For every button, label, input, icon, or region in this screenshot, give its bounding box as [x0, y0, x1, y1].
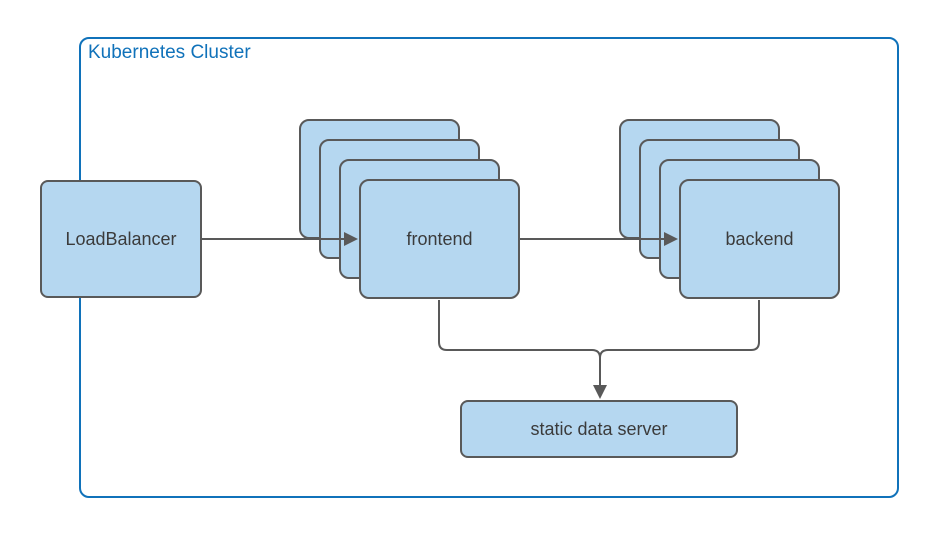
node-load-balancer-label: LoadBalancer [65, 228, 177, 249]
node-static-data-server-label: static data server [530, 418, 668, 439]
node-backend-label: backend [725, 228, 794, 249]
node-frontend-label: frontend [406, 228, 473, 249]
node-backend[interactable]: backend [679, 179, 840, 299]
node-static-data-server[interactable]: static data server [460, 400, 738, 458]
node-load-balancer[interactable]: LoadBalancer [40, 180, 202, 298]
cluster-title: Kubernetes Cluster [88, 42, 251, 63]
node-frontend[interactable]: frontend [359, 179, 520, 299]
